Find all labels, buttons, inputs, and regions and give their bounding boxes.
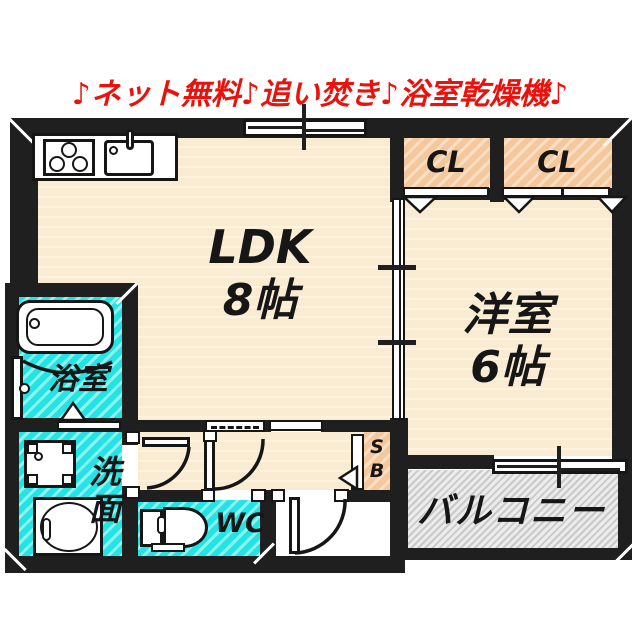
window-sash — [497, 465, 557, 468]
wall-bath-north — [5, 283, 138, 297]
wall-hall-north-a — [138, 420, 206, 432]
bath-door-sill — [57, 421, 121, 430]
door-jamb — [125, 486, 140, 499]
door-jamb — [251, 489, 266, 502]
closet-right-floor — [502, 136, 612, 188]
washer-pan-corner — [27, 474, 38, 485]
promo-banner: ♪ネット無料♪追い焚き♪浴室乾燥機♪ — [71, 77, 569, 112]
window-center-tick — [557, 446, 561, 488]
faucet-icon — [126, 129, 134, 150]
window-sash — [560, 468, 620, 471]
wall-balcony-bottom — [403, 548, 629, 560]
ldk-name: LDK — [208, 220, 312, 274]
door-jamb — [201, 489, 215, 502]
bath-door-knob — [19, 383, 30, 394]
dashed-line — [211, 426, 259, 429]
ldk-label: LDK 8帖 — [165, 220, 355, 328]
shoebox-floor — [364, 432, 392, 490]
ldk-size: 8帖 — [222, 275, 298, 327]
closet-right-door — [502, 187, 610, 197]
partition-center-line — [398, 200, 401, 418]
sink-drain — [109, 146, 118, 155]
bathroom-label: 浴室 — [48, 362, 108, 397]
window-sash — [248, 126, 306, 129]
bathtub-inner — [26, 308, 104, 346]
western-size: 6帖 — [470, 342, 545, 393]
wall-hall-south-a — [138, 490, 206, 502]
window-center-tick — [302, 104, 306, 150]
western-room-floor — [404, 200, 612, 456]
shoebox-label: S B — [369, 436, 385, 482]
western-name: 洋室 — [462, 288, 553, 341]
partition-tick — [378, 265, 416, 270]
stove-burner — [72, 156, 88, 172]
opening-plain — [269, 420, 323, 431]
wash-basin-faucet — [42, 518, 51, 541]
washer-pan-corner — [62, 443, 73, 454]
stove-burner — [61, 142, 77, 158]
washer-pan-corner — [62, 474, 73, 485]
wall-right — [612, 118, 632, 464]
closet-left-door — [403, 187, 489, 197]
opening-dashed — [205, 420, 265, 432]
closet-right-label: CL — [537, 145, 577, 179]
window-sash — [306, 129, 364, 132]
wall-balcony-right — [618, 462, 632, 560]
wall-western-south — [404, 455, 494, 469]
bathtub-drain — [29, 318, 40, 329]
wall-bottom — [5, 556, 405, 573]
toilet-button — [157, 516, 166, 534]
washer-drain — [34, 452, 43, 461]
wall-hall-north-b — [263, 420, 271, 432]
washroom-door-leaf — [142, 437, 190, 447]
door-jamb — [203, 430, 217, 442]
washer-pan-corner — [27, 443, 38, 454]
wall-bath-east — [122, 285, 138, 418]
balcony-floor — [403, 470, 620, 550]
entrance-door-leaf — [289, 497, 300, 554]
toilet-door-leaf — [204, 436, 215, 491]
wall-closet-divider — [490, 118, 504, 202]
wall-hall-north-c — [321, 420, 392, 432]
toilet-base — [151, 543, 185, 552]
western-room-label: 洋室 6帖 — [415, 288, 600, 395]
washroom-label: 洗面 — [84, 455, 122, 529]
partition-tick — [378, 340, 416, 345]
closet-left-floor — [402, 136, 490, 188]
stove-burner — [49, 156, 65, 172]
balcony-label: バルコニー — [416, 491, 607, 532]
toilet-label: WC — [215, 508, 265, 539]
door-jamb — [125, 431, 140, 444]
wall-wash-east-lower — [122, 486, 138, 573]
door-jamb — [271, 489, 285, 502]
closet-left-label: CL — [426, 145, 466, 179]
door-jamb — [334, 489, 349, 502]
door-split-line — [561, 189, 564, 195]
wall-closet-west — [390, 118, 404, 202]
wall-center-spine — [390, 418, 408, 558]
sliding-partition — [392, 198, 405, 420]
